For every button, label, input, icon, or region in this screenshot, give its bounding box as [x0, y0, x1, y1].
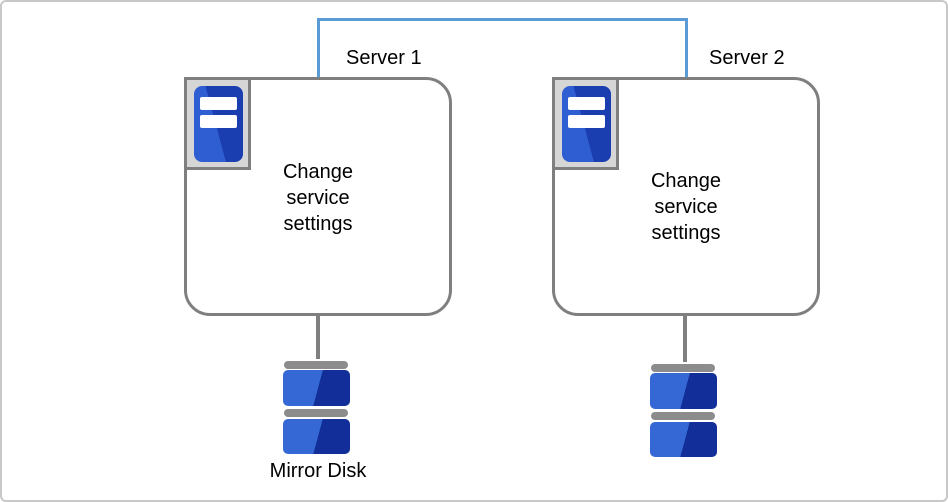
service-settings-text-server1: Change service settings: [184, 159, 452, 237]
server1-label: Server 1: [346, 47, 422, 69]
disk-body: [283, 370, 350, 406]
tower-server-body: [562, 86, 611, 162]
mirror-disk-stack-icon: [650, 361, 717, 457]
disk-connector-line: [316, 313, 320, 359]
tower-server-slot: [568, 97, 605, 110]
service-text-line: settings: [283, 213, 353, 235]
tower-server-slot: [200, 97, 237, 110]
service-settings-text-server2: Change service settings: [552, 168, 820, 246]
disk-body: [283, 419, 350, 454]
service-text-line: service: [654, 196, 718, 218]
disk-platter-bar: [651, 364, 715, 372]
disk-platter-bar: [284, 361, 348, 369]
disk-body: [650, 373, 717, 409]
service-text-line: Change: [650, 170, 722, 192]
disk-body: [650, 422, 717, 457]
disk-connector-line: [683, 313, 687, 362]
network-link-line: [317, 18, 688, 77]
tower-server-icon: [552, 77, 619, 170]
tower-server-slot: [200, 115, 237, 128]
service-text-line: service: [286, 187, 350, 209]
server2-label: Server 2: [709, 47, 785, 69]
tower-server-icon: [184, 77, 251, 170]
mirror-disk-label: Mirror Disk: [269, 460, 367, 482]
disk-platter-bar: [651, 412, 715, 420]
tower-server-body: [194, 86, 243, 162]
mirror-disk-stack-icon: [283, 358, 350, 454]
disk-platter-bar: [284, 409, 348, 417]
service-text-line: settings: [651, 222, 721, 244]
tower-server-slot: [568, 115, 605, 128]
service-text-line: Change: [282, 161, 354, 183]
